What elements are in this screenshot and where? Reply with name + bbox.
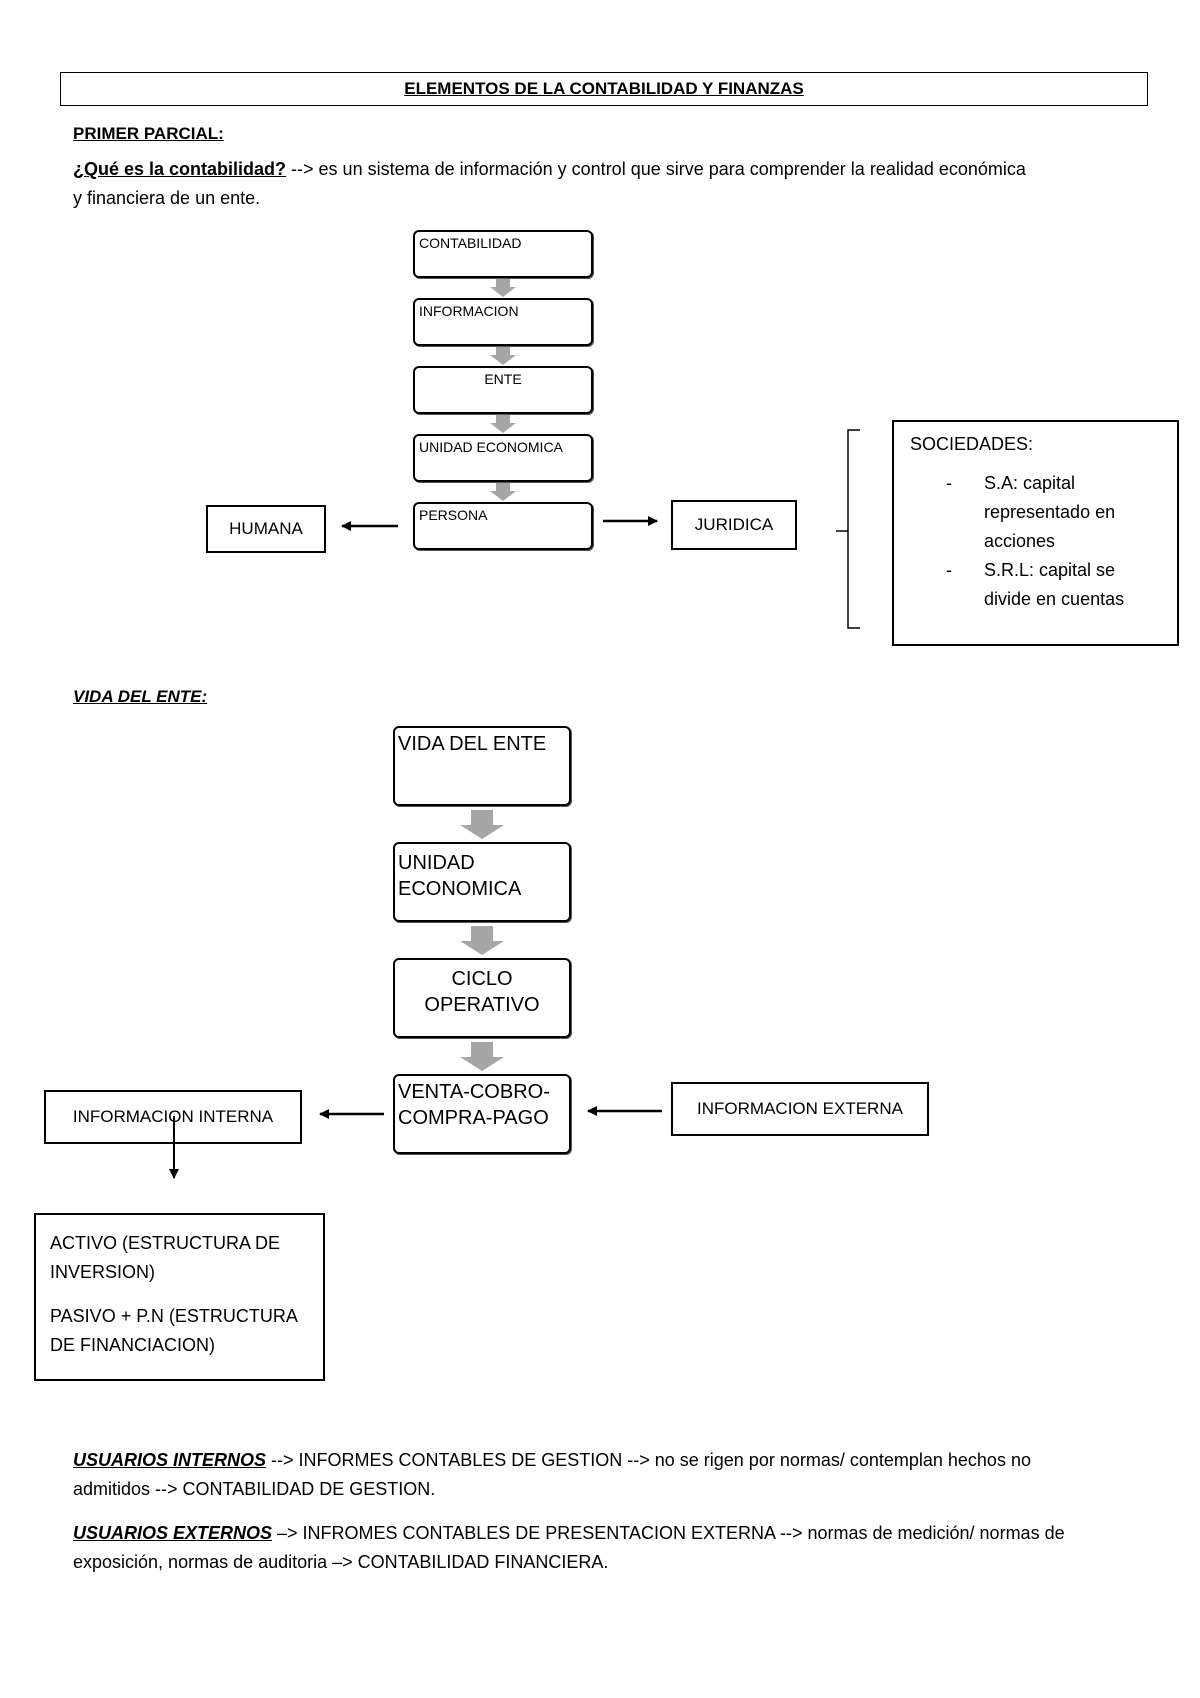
srl-line2: divide en cuentas bbox=[984, 589, 1125, 609]
flow1-step-contabilidad: CONTABILIDAD bbox=[413, 230, 593, 278]
flow1-step-label: ENTE bbox=[484, 371, 522, 387]
flow1-step-label: CONTABILIDAD bbox=[419, 235, 522, 251]
pasivo-line2: DE FINANCIACION) bbox=[50, 1335, 216, 1355]
definition-line2: y financiera de un ente. bbox=[73, 188, 261, 208]
sociedades-box: SOCIEDADES: - S.A: capital representado … bbox=[892, 420, 1179, 646]
usuarios-externos-line1: –> INFROMES CONTABLES DE PRESENTACION EX… bbox=[272, 1523, 1065, 1543]
sociedades-list: - S.A: capital representado en acciones … bbox=[894, 469, 1177, 614]
flow1-step-label: UNIDAD ECONOMICA bbox=[419, 439, 563, 455]
informacion-interna-label: INFORMACION INTERNA bbox=[72, 1107, 274, 1126]
definition-paragraph: ¿Qué es la contabilidad? --> es un siste… bbox=[73, 155, 1173, 213]
flow1-step-label: INFORMACION bbox=[419, 303, 519, 319]
flow2-step-line2: COMPRA-PAGO bbox=[398, 1107, 549, 1129]
definition-line1: --> es un sistema de información y contr… bbox=[286, 159, 1026, 179]
informacion-externa-label: INFORMACION EXTERNA bbox=[697, 1099, 903, 1118]
document-title: ELEMENTOS DE LA CONTABILIDAD Y FINANZAS bbox=[404, 79, 804, 98]
flow2-step-vida-del-ente: VIDA DEL ENTE bbox=[393, 726, 571, 806]
flow2-step-line2: OPERATIVO bbox=[424, 994, 540, 1016]
flow1-step-unidad-economica: UNIDAD ECONOMICA bbox=[413, 434, 593, 482]
flow2-step-line1: UNIDAD bbox=[398, 852, 475, 874]
activo-line2: INVERSION) bbox=[50, 1262, 156, 1282]
down-arrow-icon bbox=[460, 1042, 504, 1071]
usuarios-externos-paragraph: USUARIOS EXTERNOS –> INFROMES CONTABLES … bbox=[73, 1519, 1173, 1577]
usuarios-externos-line2: exposición, normas de auditoria –> CONTA… bbox=[73, 1552, 609, 1572]
flow2-step-venta-cobro: VENTA-COBRO- COMPRA-PAGO bbox=[393, 1074, 571, 1154]
usuarios-internos-label: USUARIOS INTERNOS bbox=[73, 1450, 267, 1470]
usuarios-internos-line2: admitidos --> CONTABILIDAD DE GESTION. bbox=[73, 1479, 436, 1499]
sa-line1: S.A: capital bbox=[984, 473, 1076, 493]
down-arrow-icon bbox=[490, 483, 516, 501]
pasivo-line1: PASIVO + P.N (ESTRUCTURA bbox=[50, 1306, 298, 1326]
flow1-step-informacion: INFORMACION bbox=[413, 298, 593, 346]
flow1-step-label: PERSONA bbox=[419, 507, 488, 523]
sa-line2: representado en bbox=[984, 502, 1116, 522]
informacion-externa-box: INFORMACION EXTERNA bbox=[671, 1082, 929, 1136]
primer-parcial-heading: PRIMER PARCIAL: bbox=[73, 124, 224, 143]
down-arrow-icon bbox=[460, 926, 504, 955]
list-item: - S.A: capital representado en acciones bbox=[894, 469, 1177, 556]
flow2-step-line2: ECONOMICA bbox=[398, 878, 522, 900]
brace-icon bbox=[836, 429, 860, 629]
flow1-step-ente: ENTE bbox=[413, 366, 593, 414]
flow1-step-persona: PERSONA bbox=[413, 502, 593, 550]
estructura-box: ACTIVO (ESTRUCTURA DE INVERSION) PASIVO … bbox=[34, 1213, 325, 1381]
list-item: - S.R.L: capital se divide en cuentas bbox=[894, 556, 1177, 614]
list-dash: - bbox=[946, 473, 952, 493]
down-arrow-icon bbox=[490, 415, 516, 433]
title-box: ELEMENTOS DE LA CONTABILIDAD Y FINANZAS bbox=[60, 72, 1148, 106]
srl-line1: S.R.L: capital se bbox=[984, 560, 1116, 580]
vida-del-ente-heading: VIDA DEL ENTE: bbox=[73, 687, 208, 706]
humana-box: HUMANA bbox=[206, 505, 326, 553]
down-arrow-icon bbox=[490, 279, 516, 297]
down-arrow-icon bbox=[490, 347, 516, 365]
definition-question: ¿Qué es la contabilidad? bbox=[73, 159, 287, 179]
flow2-step-line1: VENTA-COBRO- bbox=[398, 1081, 550, 1103]
usuarios-internos-line1: --> INFORMES CONTABLES DE GESTION --> no… bbox=[266, 1450, 1031, 1470]
flow2-step-unidad-economica: UNIDAD ECONOMICA bbox=[393, 842, 571, 922]
flow2-step-line1: VIDA DEL ENTE bbox=[398, 733, 547, 755]
informacion-interna-box: INFORMACION INTERNA bbox=[44, 1090, 302, 1144]
activo-line1: ACTIVO (ESTRUCTURA DE bbox=[50, 1233, 281, 1253]
juridica-label: JURIDICA bbox=[694, 515, 774, 534]
list-dash: - bbox=[946, 560, 952, 580]
down-arrow-icon bbox=[460, 810, 504, 839]
humana-label: HUMANA bbox=[229, 519, 303, 538]
flow2-step-line1: CICLO bbox=[451, 968, 513, 990]
sociedades-heading: SOCIEDADES: bbox=[910, 434, 1034, 454]
juridica-box: JURIDICA bbox=[671, 500, 797, 550]
sa-line3: acciones bbox=[984, 531, 1056, 551]
usuarios-externos-label: USUARIOS EXTERNOS bbox=[73, 1523, 273, 1543]
flow2-step-ciclo-operativo: CICLO OPERATIVO bbox=[393, 958, 571, 1038]
usuarios-internos-paragraph: USUARIOS INTERNOS --> INFORMES CONTABLES… bbox=[73, 1446, 1173, 1504]
